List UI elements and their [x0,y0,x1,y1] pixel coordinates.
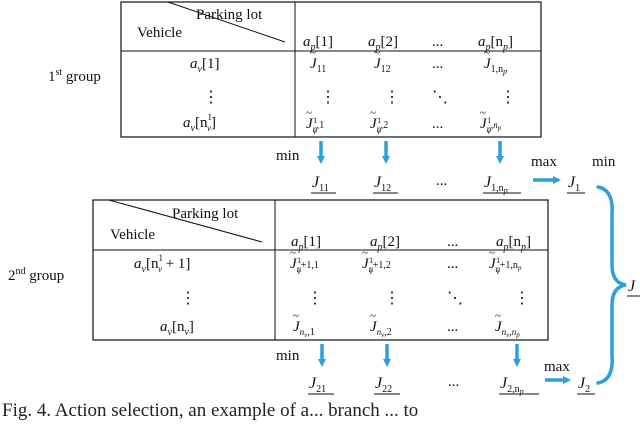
group1-cell-1-2-tilde: ~ [374,47,380,59]
group2-vdots-c1: ⋮ [307,290,323,307]
group1-col-label: Parking lot [196,7,263,23]
final-result-J: J [628,278,636,295]
group2-cell-1-1-tilde: ~ [290,247,296,259]
group1-vdots-c2: ⋮ [384,89,400,106]
group2-header-slash [108,199,263,243]
group1-table-border [120,1,542,138]
group1-cell-n-dots: ... [432,116,443,132]
group2-result-J: J2 [578,375,590,395]
group1-header-slash [167,1,286,43]
group2-cell-1-2-tilde: ~ [362,247,368,259]
group2-cell-1-dots: ... [447,256,458,272]
group1-cell-n-1-tilde: ~ [306,107,312,119]
group2-cell-n-2: Jnv,2 [370,319,392,339]
group2-min-dots: ... [448,374,459,390]
group1-cell-1-n-tilde: ~ [484,47,490,59]
group1-cell-1-1: J11 [310,56,326,75]
group2-min-results: J21 J22 ... J2,np [308,374,539,396]
group2-col-header-n: ap[np] [496,234,531,253]
group1-col-header-2: ap[2] [368,34,398,53]
group2-min-J-n: J2,np [500,375,524,396]
group1-vdots-cn: ⋮ [500,89,516,106]
group2-min-J-2: J22 [375,375,392,395]
group2-col-header-2: ap[2] [370,234,400,253]
group1-row-label-1: av[1] [190,56,219,75]
group2-row-label: Vehicle [110,227,155,243]
group1-min-label: min [276,148,300,164]
group2-cell-n-dots: ... [447,319,458,335]
group1-min-J-n: J1,np [484,174,508,195]
group2-table-border [92,199,549,341]
group1-row-label: Vehicle [137,25,182,41]
group1-cell-1-2: J12 [374,56,391,75]
group1-min-results: J11 J12 ... J1,np [311,173,521,195]
group1-min-J-2: J12 [374,174,391,194]
group2-col-header-dots: ... [447,234,458,250]
group2-min-J-1: J21 [309,375,326,395]
group1-result-J: J1 [568,174,580,194]
final-min-label: min [592,154,616,170]
final-brace [596,185,627,385]
group1-cell-1-1-tilde: ~ [310,47,316,59]
group2-cell-n-2-tilde: ~ [370,310,376,322]
group2-ddots: ⋱ [447,290,463,307]
group1-cell-1-dots: ... [432,56,443,72]
group1-min-dots: ... [436,173,447,189]
group1-max-label: max [531,154,557,170]
group1-label: 1st group [48,67,101,85]
group2-cell-n-1-tilde: ~ [293,310,299,322]
group1-cell-1-n: J1,np [484,56,507,76]
group2-row-vdots: ⋮ [180,290,196,307]
group2-cell-n-n: Jnv,np [495,319,520,339]
figure-caption: Fig. 4. Action selection, an example of … [2,400,419,421]
group1-cell-n-n-tilde: ~ [480,107,486,119]
group2-label: 2nd group [8,266,64,284]
group2-cell-1-n-tilde: ~ [489,247,495,259]
group1-col-header-1: ap[1] [303,34,333,53]
group2-min-label: min [276,348,300,364]
group1-min-J-1: J11 [312,174,329,194]
group1-table: Parking lot Vehicle ap[1] ap[2] ... ap[n… [120,1,542,138]
group1-cell-n-2-tilde: ~ [370,107,376,119]
group1-col-header-dots: ... [432,34,443,50]
group2-table: Parking lot Vehicle ap[1] ap[2] ... ap[n… [92,199,549,341]
group1-ddots: ⋱ [432,89,448,106]
group1-col-header-n: ap[np] [478,34,513,53]
group2-cell-n-n-tilde: ~ [495,310,501,322]
group2-vdots-c2: ⋮ [384,290,400,307]
group2-col-header-1: ap[1] [291,234,321,253]
group2-max-label: max [544,359,570,375]
group2-row-label-n: av[nv] [160,319,194,338]
group2-cell-n-1: Jnv,1 [293,319,315,339]
group1-row-vdots: ⋮ [203,89,219,106]
group2-col-label: Parking lot [172,206,239,222]
group1-vdots-c1: ⋮ [320,89,336,106]
group2-vdots-cn: ⋮ [514,290,530,307]
